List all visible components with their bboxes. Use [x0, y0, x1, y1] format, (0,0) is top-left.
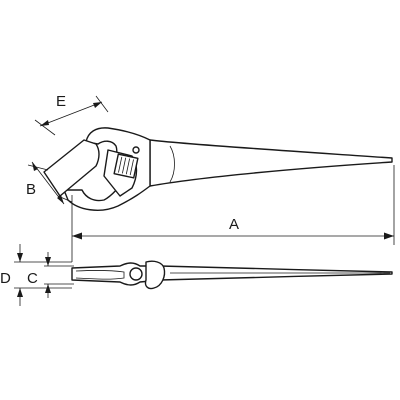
handle-top [149, 139, 393, 187]
side-head-bulge [144, 260, 166, 290]
dimension-label-a: A [229, 216, 239, 233]
dimension-b: B [26, 161, 73, 205]
dimension-label-d: D [0, 270, 11, 287]
fixed-jaw [43, 139, 100, 197]
dimension-label-c: C [27, 270, 38, 287]
dimension-c: C [27, 252, 74, 298]
dimension-a: A [71, 165, 395, 262]
pivot-pin [132, 146, 140, 154]
dimension-d: D [0, 244, 72, 306]
handle-neck-line [169, 145, 175, 183]
worm-screw-threads [118, 156, 134, 176]
wrench-side-view [71, 260, 393, 290]
dimension-label-b: B [26, 181, 36, 198]
side-worm-screw [129, 267, 143, 281]
wrench-top-view [43, 127, 393, 211]
side-body [71, 262, 393, 286]
worm-screw [113, 153, 139, 179]
dimension-label-e: E [56, 93, 66, 110]
side-jaw-profile [75, 269, 125, 280]
dimension-e: E [34, 93, 109, 136]
